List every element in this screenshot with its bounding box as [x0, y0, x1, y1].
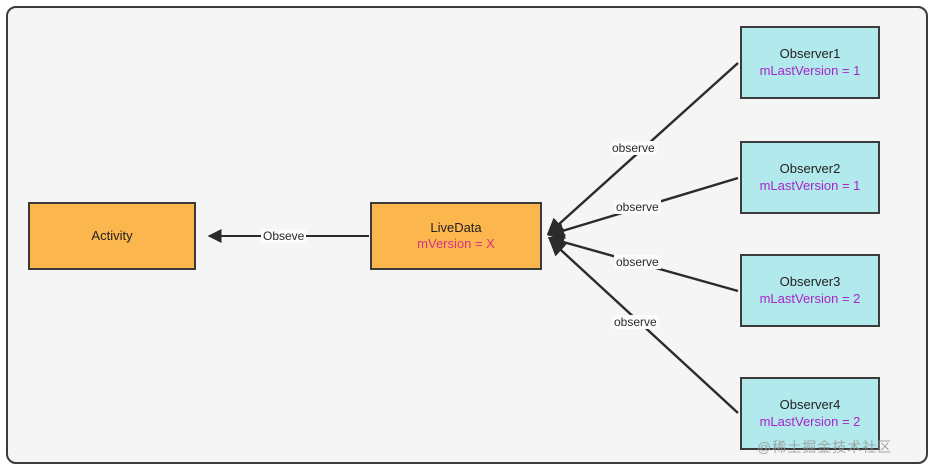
edge-label-observe-1: observe: [610, 141, 657, 155]
edge-label-observe-4: observe: [612, 315, 659, 329]
edge-label-obseve: Obseve: [261, 229, 307, 243]
node-observer1[interactable]: Observer1 mLastVersion = 1: [740, 26, 880, 99]
node-observer1-title: Observer1: [779, 46, 841, 62]
node-activity-title: Activity: [91, 227, 133, 243]
node-observer4-version: mLastVersion = 2: [759, 413, 861, 429]
node-observer2-title: Observer2: [779, 161, 841, 177]
node-observer4[interactable]: Observer4 mLastVersion = 2: [740, 377, 880, 450]
edge-label-observe-3: observe: [614, 255, 661, 269]
node-observer4-title: Observer4: [779, 397, 841, 413]
node-observer1-version: mLastVersion = 1: [759, 62, 861, 78]
node-observer2[interactable]: Observer2 mLastVersion = 1: [740, 141, 880, 214]
node-activity[interactable]: Activity: [28, 202, 196, 270]
watermark: @稀土掘金技术社区: [757, 439, 893, 455]
node-livedata-title: LiveData: [430, 219, 482, 235]
node-observer3-version: mLastVersion = 2: [759, 290, 861, 306]
node-livedata[interactable]: LiveData mVersion = X: [370, 202, 542, 270]
node-observer3-title: Observer3: [779, 274, 841, 290]
node-livedata-version: mVersion = X: [417, 236, 495, 251]
node-observer3[interactable]: Observer3 mLastVersion = 2: [740, 254, 880, 327]
edge-label-observe-2: observe: [614, 200, 661, 214]
node-observer2-version: mLastVersion = 1: [759, 177, 861, 193]
